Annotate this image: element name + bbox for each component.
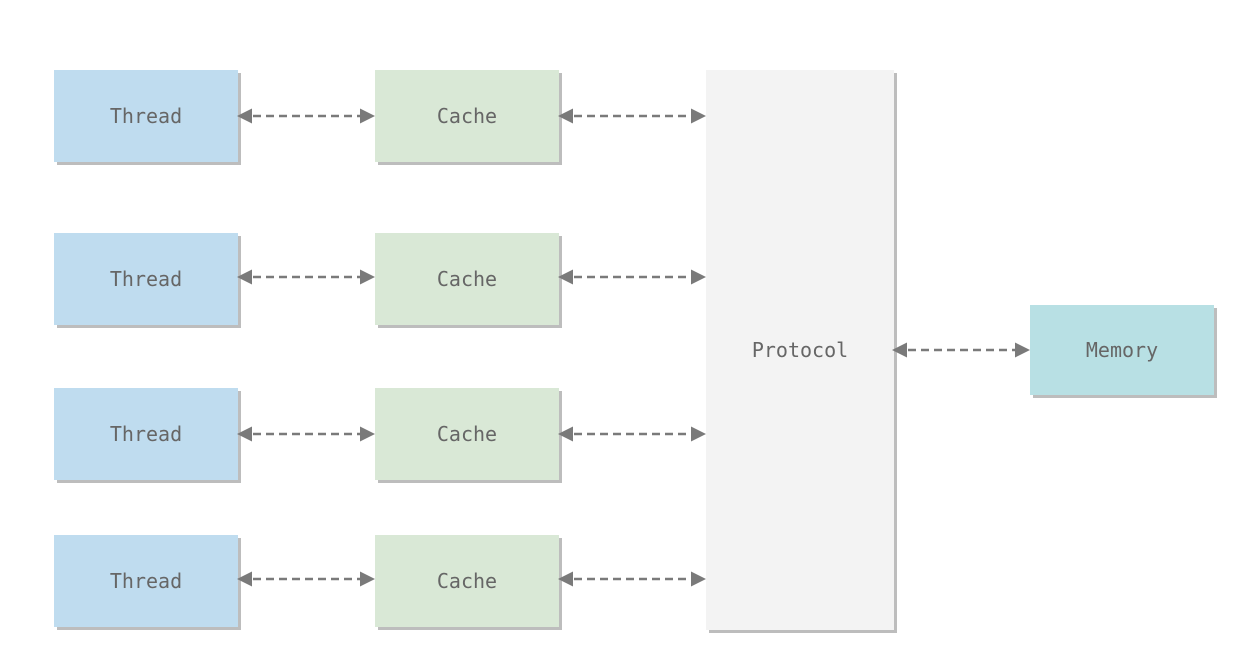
protocol-node: Protocol — [706, 70, 894, 630]
